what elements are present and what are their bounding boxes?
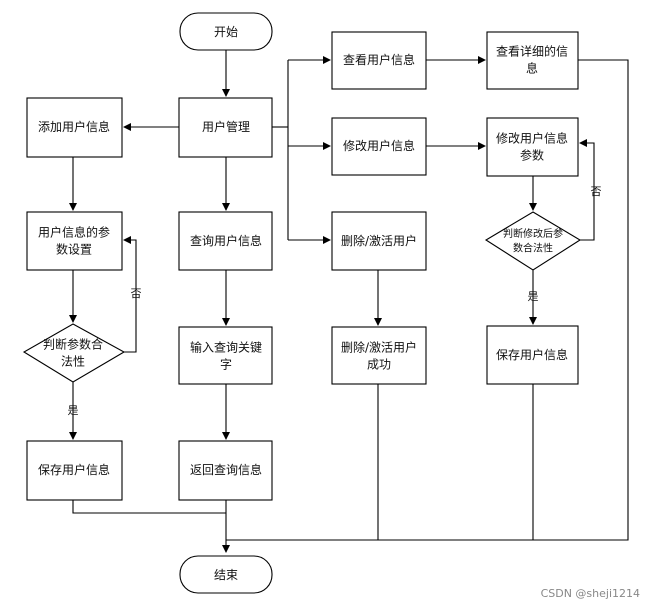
start-terminator xyxy=(179,12,273,51)
view-user-box xyxy=(331,31,427,90)
text-line: 查看详细的信 xyxy=(496,43,568,58)
text-line: 数合法性 xyxy=(513,241,553,254)
modify-user-box xyxy=(331,117,427,176)
delete-success-box xyxy=(331,326,427,385)
text-line: 删除/激活用户 xyxy=(341,339,417,354)
text-line: 字 xyxy=(220,356,232,371)
param-setting-box xyxy=(26,211,123,271)
end-terminator xyxy=(179,555,273,594)
view-user-label: 查看用户信息 xyxy=(343,52,415,67)
delete-activate-box xyxy=(331,211,427,271)
text-line: 查看用户信息 xyxy=(343,52,415,67)
text-line: 判断修改后参 xyxy=(503,227,563,240)
add-user-label: 添加用户信息 xyxy=(38,119,110,134)
user-management-label: 用户管理 xyxy=(202,119,250,134)
delete-activate-label: 删除/激活用户 xyxy=(341,233,417,248)
check-params-label: 判断参数合法性 xyxy=(43,336,103,368)
delete-success-label: 删除/激活用户成功 xyxy=(341,339,417,371)
edge-label-yes-right: 是 xyxy=(528,290,539,303)
text-line: 开始 xyxy=(214,25,238,39)
text-line: 删除/激活用户 xyxy=(341,233,417,248)
check-modified-diamond xyxy=(484,211,582,271)
text-line: 数设置 xyxy=(56,241,92,256)
text-line: 输入查询关键 xyxy=(190,339,262,354)
query-user-box xyxy=(178,211,273,271)
param-setting-label: 用户信息的参数设置 xyxy=(38,224,110,256)
text-line: 用户管理 xyxy=(202,119,250,134)
check-params-diamond xyxy=(22,323,126,383)
text-line: 查询用户信息 xyxy=(190,233,262,248)
add-user-box xyxy=(26,97,123,158)
query-user-label: 查询用户信息 xyxy=(190,233,262,248)
modify-user-label: 修改用户信息 xyxy=(343,138,415,153)
end-label: 结束 xyxy=(214,568,238,582)
text-line: 返回查询信息 xyxy=(190,462,262,477)
text-line: 用户信息的参 xyxy=(38,224,110,239)
return-query-box xyxy=(178,440,273,501)
watermark: CSDN @sheji1214 xyxy=(540,587,640,600)
text-line: 修改用户信息 xyxy=(496,130,568,145)
text-line: 修改用户信息 xyxy=(343,138,415,153)
text-line: 保存用户信息 xyxy=(38,462,110,477)
edge-label-yes-left: 是 xyxy=(68,404,79,417)
text-line: 保存用户信息 xyxy=(496,347,568,362)
return-query-label: 返回查询信息 xyxy=(190,462,262,477)
modify-params-box xyxy=(486,117,579,177)
save-user-left-label: 保存用户信息 xyxy=(38,462,110,477)
view-detail-box xyxy=(486,31,579,90)
save-user-right-label: 保存用户信息 xyxy=(496,347,568,362)
edge-label-no-left: 否 xyxy=(131,287,142,300)
start-label: 开始 xyxy=(214,25,238,39)
text-line: 法性 xyxy=(61,354,85,368)
user-management-box xyxy=(178,97,273,158)
text-line: 添加用户信息 xyxy=(38,119,110,134)
text-line: 参数 xyxy=(520,147,544,162)
save-user-right-box xyxy=(486,325,579,385)
text-line: 判断参数合 xyxy=(43,336,103,351)
text-line: 成功 xyxy=(367,357,391,371)
edge-label-no-right: 否 xyxy=(591,185,602,198)
modify-params-label: 修改用户信息参数 xyxy=(496,130,568,162)
check-modified-label: 判断修改后参数合法性 xyxy=(503,227,563,255)
view-detail-label: 查看详细的信息 xyxy=(496,43,568,75)
input-keyword-label: 输入查询关键字 xyxy=(190,339,262,371)
text-line: 结束 xyxy=(214,568,238,582)
input-keyword-box xyxy=(178,326,273,385)
save-user-left-box xyxy=(26,440,123,501)
text-line: 息 xyxy=(526,60,538,75)
